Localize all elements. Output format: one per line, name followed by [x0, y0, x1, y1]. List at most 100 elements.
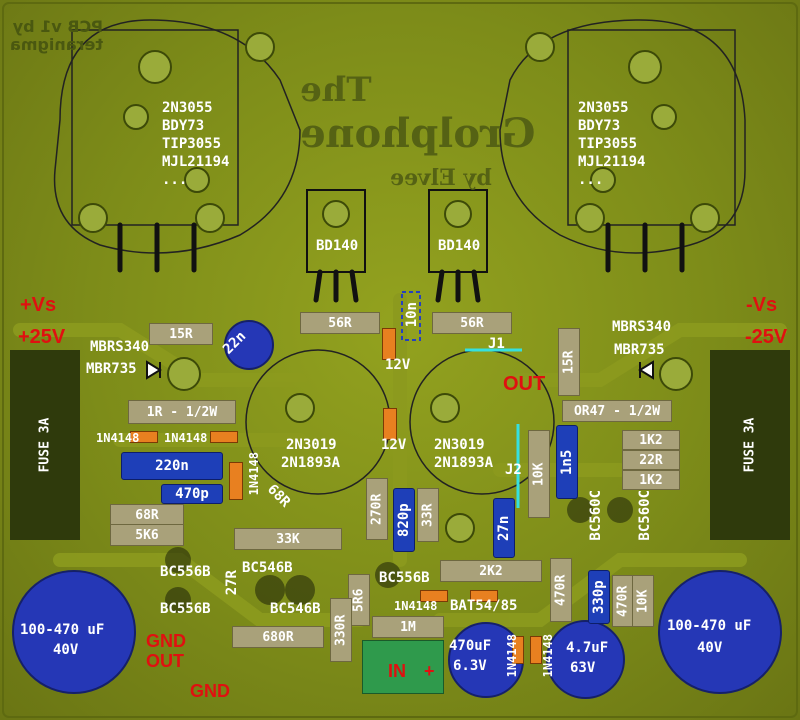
diode-bat54: BAT54/85: [450, 598, 518, 614]
logo-byline: by Elvee: [390, 165, 492, 191]
jumper-j2: J2: [505, 462, 522, 478]
resistor-680r: 680R: [232, 626, 324, 648]
diode-bat54-body: [470, 590, 498, 602]
transistor-bc556b-b: BC556B: [160, 601, 211, 617]
resistor-56r-right: 56R: [432, 312, 512, 334]
resistor-2k2: 2K2: [440, 560, 542, 582]
fuse-left: FUSE 3A: [10, 350, 80, 540]
resistor-470r-b: 470R: [612, 575, 634, 627]
diode-f-body: [530, 636, 542, 664]
capacitor-27n: 27n: [493, 498, 515, 558]
schottky-left-line-1: MBRS340: [90, 339, 150, 355]
capacitor-10n: 10n: [404, 302, 420, 328]
resistor-15r-right: 15R: [558, 328, 580, 396]
resistor-56r-left: 56R: [300, 312, 380, 334]
capacitor-470p: 470p: [161, 484, 223, 504]
driver-left-label: BD140: [316, 238, 359, 254]
big-capacitor-left-line-1: 100-470 uF: [20, 622, 105, 638]
resistor-330r: 330R: [330, 598, 352, 662]
board-signature: PCB v1 by teranigma: [10, 17, 103, 54]
transistor-bc560c-b: BC560C: [637, 490, 653, 541]
out-label: OUT: [503, 373, 546, 395]
logo-title-top: The: [300, 70, 372, 110]
capacitor-470uf-line-2: 6.3V: [453, 658, 487, 674]
resistor-1r: 1R - 1/2W: [128, 400, 236, 424]
input-plus-label: +: [424, 661, 435, 681]
schottky-left-line-2: MBR735: [86, 361, 137, 377]
input-connector: [362, 640, 444, 694]
diode-e-body: [512, 636, 524, 664]
resistor-1m: 1M: [372, 616, 444, 638]
resistor-0r47: OR47 - 1/2W: [562, 400, 672, 422]
resistor-68r: 68R: [110, 504, 184, 526]
jumper-j1: J1: [488, 336, 505, 352]
resistor-470r-a: 470R: [550, 558, 572, 622]
power-transistor-left-line-1: 2N3055: [162, 100, 213, 116]
resistor-5k6: 5K6: [110, 524, 184, 546]
fuse-right: FUSE 3A: [710, 350, 790, 540]
rail-neg-v: -25V: [745, 326, 788, 348]
input-label: IN: [388, 661, 406, 681]
capacitor-22n-body: [224, 320, 274, 370]
power-transistor-right-line-1: 2N3055: [578, 100, 629, 116]
resistor-22r: 22R: [622, 450, 680, 470]
capacitor-4u7: [546, 620, 625, 699]
diode-b-body: [210, 431, 238, 443]
resistor-10k-mid: 10K: [528, 430, 550, 518]
big-capacitor-left-line-2: 40V: [53, 642, 79, 658]
transistor-bc546b-b: BC546B: [270, 601, 321, 617]
transistor-left-line-2: 2N1893A: [281, 455, 341, 471]
diode-1n4148-f: 1N4148: [541, 634, 555, 678]
capacitor-4u7-line-1: 4.7uF: [566, 640, 609, 656]
resistor-270r: 270R: [366, 478, 388, 540]
resistor-33k: 33K: [234, 528, 342, 550]
big-capacitor-right-line-1: 100-470 uF: [667, 618, 752, 634]
gnd-label: GND: [190, 681, 230, 701]
transistor-bc556b-a: BC556B: [160, 564, 211, 580]
diode-c-body: [229, 462, 243, 500]
power-transistor-left-line-5: ...: [162, 172, 188, 188]
logo-title-main: Grolphone: [300, 110, 536, 157]
rail-neg-vs: -Vs: [746, 294, 778, 316]
capacitor-820p: 820p: [393, 488, 415, 552]
big-capacitor-right-line-2: 40V: [697, 640, 723, 656]
transistor-bc560c-a: BC560C: [588, 490, 604, 541]
resistor-1k2-b: 1K2: [622, 470, 680, 490]
big-capacitor-left: [12, 570, 136, 694]
resistor-10k-right: 10K: [632, 575, 654, 627]
diode-1n4148-e: 1N4148: [505, 634, 519, 678]
capacitor-330p: 330p: [588, 570, 610, 624]
transistor-bc546b-a: BC546B: [242, 560, 293, 576]
rail-pos-v: +25V: [18, 326, 66, 348]
schottky-right-line-2: MBR735: [614, 342, 665, 358]
power-transistor-right-line-4: MJL21194: [578, 154, 646, 170]
power-transistor-left-line-3: TIP3055: [162, 136, 222, 152]
diode-a-body: [130, 431, 158, 443]
capacitor-4u7-line-2: 63V: [570, 660, 596, 676]
zener-12v-top: 12V: [385, 357, 411, 373]
gnd-out-label-2: OUT: [146, 651, 184, 671]
power-transistor-right-line-5: ...: [578, 172, 604, 188]
capacitor-1n5: 1n5: [556, 425, 578, 499]
resistor-33r: 33R: [417, 488, 439, 542]
diode-1n4148-b: 1N4148: [164, 431, 208, 445]
diode-1n4148-c: 1N4148: [247, 452, 261, 496]
resistor-1k2-a: 1K2: [622, 430, 680, 450]
resistor-15r-left: 15R: [149, 323, 213, 345]
power-transistor-left-line-4: MJL21194: [162, 154, 230, 170]
diode-d-body: [420, 590, 448, 602]
schottky-right-line-1: MBRS340: [612, 319, 672, 335]
power-transistor-right-line-3: TIP3055: [578, 136, 638, 152]
zener-top-body: [382, 328, 396, 360]
transistor-right-line-2: 2N1893A: [434, 455, 494, 471]
transistor-right-line-1: 2N3019: [434, 437, 485, 453]
driver-right-label: BD140: [438, 238, 481, 254]
transistor-left-line-1: 2N3019: [286, 437, 337, 453]
diode-1n4148-a: 1N4148: [96, 431, 140, 445]
diode-1n4148-d: 1N4148: [394, 599, 438, 613]
zener-mid-body: [383, 408, 397, 440]
gnd-out-label-1: GND: [146, 631, 186, 651]
zener-12v-mid: 12V: [381, 437, 407, 453]
capacitor-220n: 220n: [121, 452, 223, 480]
